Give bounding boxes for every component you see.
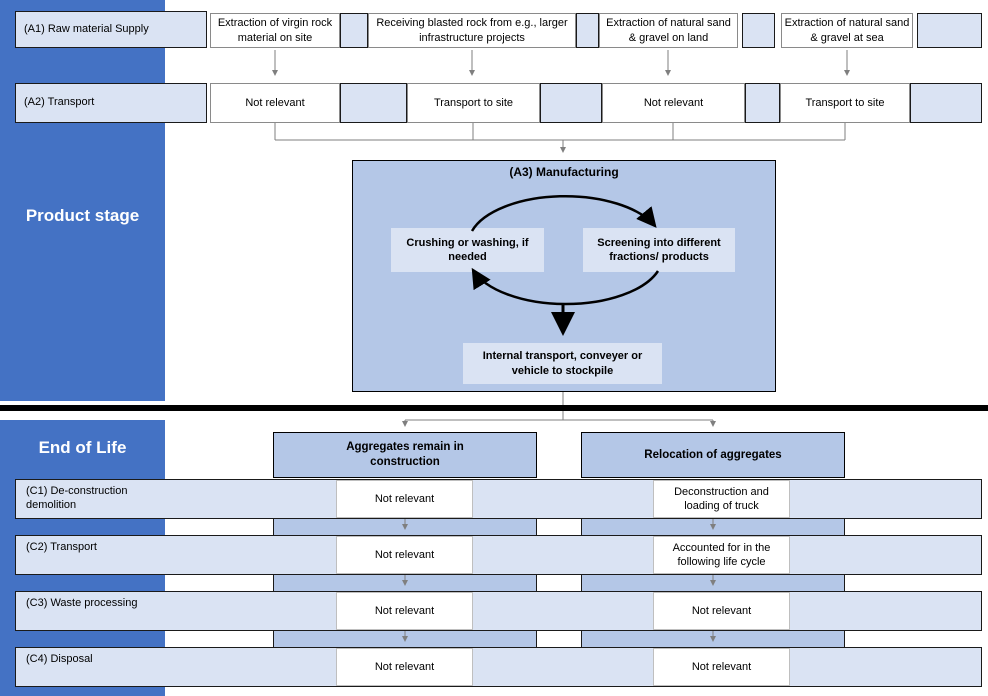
row-a1-label: (A1) Raw material Supply xyxy=(15,11,207,48)
row-c3-bar: (C3) Waste processing xyxy=(15,591,982,631)
column-band-right-3 xyxy=(581,631,845,647)
row-c3-label: (C3) Waste processing xyxy=(26,597,138,609)
step-internal-transport: Internal transport, conveyer or vehicle … xyxy=(463,343,662,384)
branch-aggregates-remain: Aggregates remain in construction xyxy=(273,432,537,478)
a2-cell-not-relevant-1: Not relevant xyxy=(210,83,340,123)
row-a1-label-text: (A1) Raw material Supply xyxy=(24,22,149,35)
column-band-left-3 xyxy=(273,631,537,647)
c4-right-value: Not relevant xyxy=(653,648,790,686)
a2-spacer-1 xyxy=(340,83,407,123)
product-stage-title: Product stage xyxy=(25,206,140,225)
c4-left-value: Not relevant xyxy=(336,648,473,686)
row-c1-bar: (C1) De-construction demolition xyxy=(15,479,982,519)
branch-relocation-text: Relocation of aggregates xyxy=(644,448,782,461)
a1-spacer-2 xyxy=(576,13,599,48)
step-crushing-washing: Crushing or washing, if needed xyxy=(391,228,544,272)
row-c4-label: (C4) Disposal xyxy=(26,653,93,665)
c2-left-value: Not relevant xyxy=(336,536,473,574)
a2-manufacturing-connector xyxy=(274,123,846,153)
a1-cell-sand-gravel-land: Extraction of natural sand & gravel on l… xyxy=(599,13,738,48)
a2-cell-transport-to-site-2: Transport to site xyxy=(780,83,910,123)
manufacturing-title: (A3) Manufacturing xyxy=(509,165,619,179)
row-a2-label-text: (A2) Transport xyxy=(24,96,95,109)
product-stage-sidebar xyxy=(0,0,165,401)
row-c4-bar: (C4) Disposal xyxy=(15,647,982,687)
a2-cell-not-relevant-2: Not relevant xyxy=(602,83,745,123)
a1-cell-extraction-virgin-rock: Extraction of virgin rock material on si… xyxy=(210,13,340,48)
a1-spacer-1 xyxy=(340,13,368,48)
a2-spacer-2 xyxy=(540,83,602,123)
c3-left-value: Not relevant xyxy=(336,592,473,630)
stage-divider-line xyxy=(0,405,988,411)
row-c2-bar: (C2) Transport xyxy=(15,535,982,575)
row-c2-label: (C2) Transport xyxy=(26,541,97,553)
a2-spacer-3 xyxy=(745,83,780,123)
a1-cell-sand-gravel-sea: Extraction of natural sand & gravel at s… xyxy=(781,13,913,48)
a1-spacer-4 xyxy=(917,13,982,48)
row-a2-label: (A2) Transport xyxy=(15,83,207,123)
column-band-right-1 xyxy=(581,519,845,535)
branch-relocation: Relocation of aggregates xyxy=(581,432,845,478)
c3-right-value: Not relevant xyxy=(653,592,790,630)
a1-cell-receiving-blasted-rock: Receiving blasted rock from e.g., larger… xyxy=(368,13,576,48)
branch-aggregates-remain-text: Aggregates remain in construction xyxy=(346,441,464,468)
a2-cell-transport-to-site-1: Transport to site xyxy=(407,83,540,123)
column-band-left-1 xyxy=(273,519,537,535)
c1-left-value: Not relevant xyxy=(336,480,473,518)
a1-a2-arrows xyxy=(272,50,850,76)
row-c1-label: (C1) De-construction demolition xyxy=(26,485,128,512)
step-screening: Screening into different fractions/ prod… xyxy=(583,228,735,272)
c2-right-value: Accounted for in the following life cycl… xyxy=(653,536,790,574)
column-band-left-2 xyxy=(273,575,537,591)
column-band-right-2 xyxy=(581,575,845,591)
a2-spacer-4 xyxy=(910,83,982,123)
a1-spacer-3 xyxy=(742,13,775,48)
end-of-life-title: End of Life xyxy=(38,438,127,457)
c1-right-value: Deconstruction and loading of truck xyxy=(653,480,790,518)
